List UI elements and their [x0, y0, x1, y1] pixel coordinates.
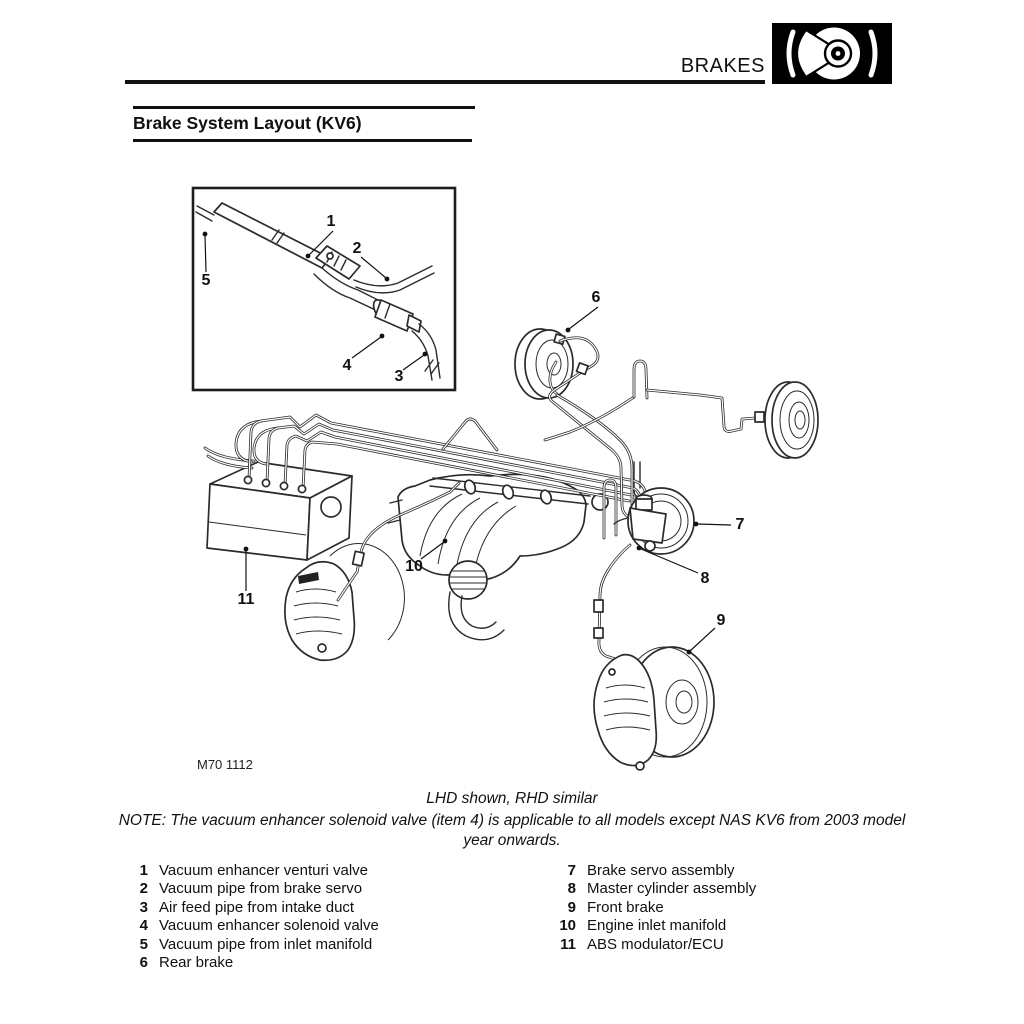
rear-brake-right	[754, 381, 819, 459]
front-brake-left	[284, 481, 461, 662]
legend-item-number: 2	[139, 880, 148, 898]
callout-leaders	[202, 230, 732, 655]
legend-item: 5 Vacuum pipe from inlet manifold	[118, 936, 498, 954]
legend-item: 2 Vacuum pipe from brake servo	[118, 880, 498, 898]
callout-6: 6	[591, 289, 601, 306]
legend-item-number: 5	[139, 935, 148, 953]
legend-item-number: 3	[139, 898, 148, 916]
callout-8: 8	[700, 570, 710, 587]
figure-code: M70 1112	[197, 757, 253, 772]
legend-item-number: 1	[139, 862, 148, 879]
legend-item-label: Rear brake	[159, 954, 234, 972]
legend-item: 1 Vacuum enhancer venturi valve	[118, 862, 498, 880]
legend-item-label: Brake servo assembly	[587, 862, 735, 879]
callout-10: 10	[405, 558, 423, 575]
legend-item: 3 Air feed pipe from intake duct	[118, 899, 498, 917]
legend-item-label: Air feed pipe from intake duct	[159, 898, 355, 916]
legend-item-label: Vacuum pipe from brake servo	[159, 880, 363, 898]
legend-item: 6 Rear brake	[118, 954, 498, 972]
servo-pipe-loop	[603, 479, 617, 539]
legend-item-label: Vacuum enhancer venturi valve	[159, 862, 369, 879]
section-title: Brake System Layout (KV6)	[133, 113, 362, 133]
front-brake-line	[593, 543, 632, 662]
header-rule	[125, 80, 765, 84]
callout-2: 2	[352, 240, 362, 257]
legend-item-label: Front brake	[587, 898, 664, 916]
legend-item-number: 4	[139, 917, 148, 935]
legend-item-number: 11	[560, 935, 576, 953]
legend-item-label: Master cylinder assembly	[587, 880, 757, 898]
legend-item: 7 Brake servo assembly	[540, 862, 920, 880]
legend-column-right: 7 Brake servo assembly 8 Master cylinder…	[540, 862, 920, 954]
rear-brake-pipes	[543, 336, 758, 518]
front-brake-right	[593, 646, 715, 771]
abs-modulator-ecu	[206, 461, 353, 561]
callout-5: 5	[201, 272, 211, 289]
legend-item-label: Vacuum pipe from inlet manifold	[159, 935, 373, 953]
callout-9: 9	[716, 612, 726, 629]
legend-column-left: 1 Vacuum enhancer venturi valve 2 Vacuum…	[118, 862, 498, 972]
legend-item-number: 6	[139, 954, 148, 972]
legend-item-number: 7	[567, 862, 576, 879]
title-rule-top	[133, 106, 475, 109]
vacuum-enhancer-inset	[191, 186, 457, 392]
legend-item-number: 8	[567, 880, 576, 898]
legend-item-label: Engine inlet manifold	[587, 917, 727, 935]
page-header-title: BRAKES	[680, 55, 765, 77]
callout-11: 11	[237, 591, 255, 608]
legend-item-number: 9	[567, 898, 576, 916]
brake-disc-warning-icon	[772, 23, 892, 84]
master-cylinder-assembly	[613, 494, 667, 552]
legend-item-label: Vacuum enhancer solenoid valve	[159, 917, 379, 935]
legend-item: 10 Engine inlet manifold	[540, 917, 920, 935]
callout-7: 7	[735, 516, 745, 533]
callout-4: 4	[342, 357, 352, 374]
title-rule-bottom	[133, 139, 472, 142]
legend-item: 8 Master cylinder assembly	[540, 880, 920, 898]
callout-1: 1	[326, 213, 336, 230]
legend-item: 9 Front brake	[540, 899, 920, 917]
engine-inlet-manifold	[387, 461, 651, 641]
legend-item-number: 10	[559, 917, 576, 935]
figure-note: NOTE: The vacuum enhancer solenoid valve…	[118, 812, 906, 849]
legend-item-label: ABS modulator/ECU	[587, 935, 724, 953]
legend-item: 4 Vacuum enhancer solenoid valve	[118, 917, 498, 935]
callout-3: 3	[394, 368, 404, 385]
legend-item: 11 ABS modulator/ECU	[540, 936, 920, 954]
figure-caption: LHD shown, RHD similar	[426, 790, 598, 807]
